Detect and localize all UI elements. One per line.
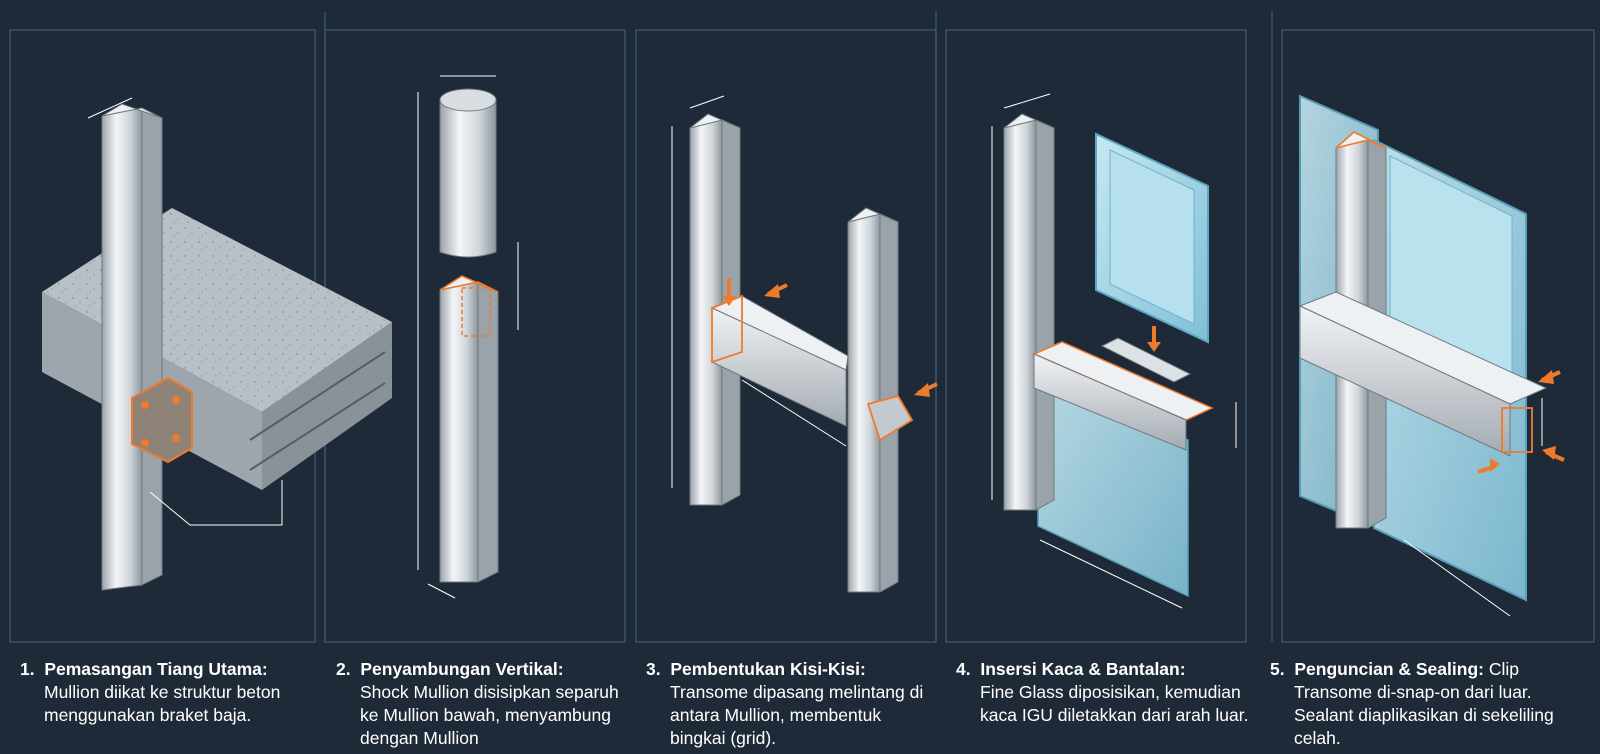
rebar [249, 351, 386, 471]
snap-on-clip [1501, 407, 1533, 453]
shock-mullion-insert-outline [461, 287, 491, 337]
step-5-caption: 5. Penguncian & Sealing: Clip Transome d… [1270, 658, 1590, 754]
dimension-lines-5 [1403, 398, 1543, 617]
panel-frame-5 [1281, 29, 1595, 643]
setting-block [1100, 337, 1192, 383]
step-3-body: Transome dipasang melintang di antara Mu… [670, 682, 924, 748]
step-5-body: Transome di-snap-on dari luar. Sealant d… [1294, 682, 1554, 748]
mullion-1-body [101, 107, 143, 591]
step-2-caption: 2. Penyambungan Vertikal: Shock Mullion … [336, 658, 631, 754]
step-3-illustration [671, 95, 938, 593]
step-2-title: Penyambungan Vertikal: [360, 659, 564, 679]
dimension-lines-2 [417, 75, 519, 599]
mullion-4-body [1003, 119, 1037, 511]
step-3-title: Pembentukan Kisi-Kisi: [670, 659, 866, 679]
igu-inner-pane [1109, 149, 1195, 325]
step-4-illustration [991, 93, 1237, 609]
mullion-1-top [101, 103, 163, 119]
arrows-4 [1147, 326, 1161, 352]
step-4-title: Insersi Kaca & Bantalan: [980, 659, 1186, 679]
mullion-4-side [1035, 119, 1055, 511]
step-1-illustration [42, 97, 392, 591]
mullion-1-side [141, 107, 163, 586]
concrete-slab-side [262, 322, 392, 490]
step-5-illustration [1298, 94, 1565, 617]
dimension-lines-3 [671, 95, 847, 488]
step-1-title: Pemasangan Tiang Utama: [44, 659, 268, 679]
step-1-body: Mullion diikat ke struktur beton menggun… [44, 682, 281, 725]
step-2-illustration [417, 75, 519, 599]
dimension-lines-1 [87, 97, 283, 526]
step-4-caption: 4. Insersi Kaca & Bantalan: Fine Glass d… [956, 658, 1251, 754]
mullion-2-body [439, 281, 479, 583]
mullion-3a-top [689, 113, 741, 129]
shock-mullion-opening [439, 88, 497, 112]
mullion-2-side [477, 281, 499, 583]
step-1-number: 1. [20, 659, 35, 679]
transome-5-front [1299, 305, 1511, 457]
step-1-caption: 1. Pemasangan Tiang Utama: Mullion diika… [20, 658, 315, 754]
shock-mullion-tube [439, 99, 497, 258]
arrows-3 [722, 278, 938, 397]
step-2-number: 2. [336, 659, 351, 679]
step-2-body: Shock Mullion disisipkan separuh ke Mull… [360, 682, 619, 748]
dimension-lines-4 [991, 93, 1237, 609]
step-4-number: 4. [956, 659, 971, 679]
arrows-5 [1477, 370, 1565, 474]
step-5-title: Penguncian & Sealing: [1294, 659, 1484, 679]
transome-4-front [1033, 353, 1187, 451]
panel-frames [9, 12, 1595, 643]
step-5-inline: Clip [1488, 659, 1519, 679]
mullion-4-top [1003, 113, 1055, 129]
step-3-number: 3. [646, 659, 661, 679]
mullion-2-top [439, 275, 499, 293]
transome-3-end-right [866, 394, 914, 442]
step-3-caption: 3. Pembentukan Kisi-Kisi: Transome dipas… [646, 658, 941, 754]
step-4-body: Fine Glass diposisikan, kemudian kaca IG… [980, 682, 1249, 725]
mullion-3b-top [847, 207, 899, 223]
step-5-number: 5. [1270, 659, 1285, 679]
mullion-5-top [1335, 131, 1387, 149]
panel-frame-4 [945, 29, 1247, 643]
bracket-bolts [141, 396, 180, 447]
